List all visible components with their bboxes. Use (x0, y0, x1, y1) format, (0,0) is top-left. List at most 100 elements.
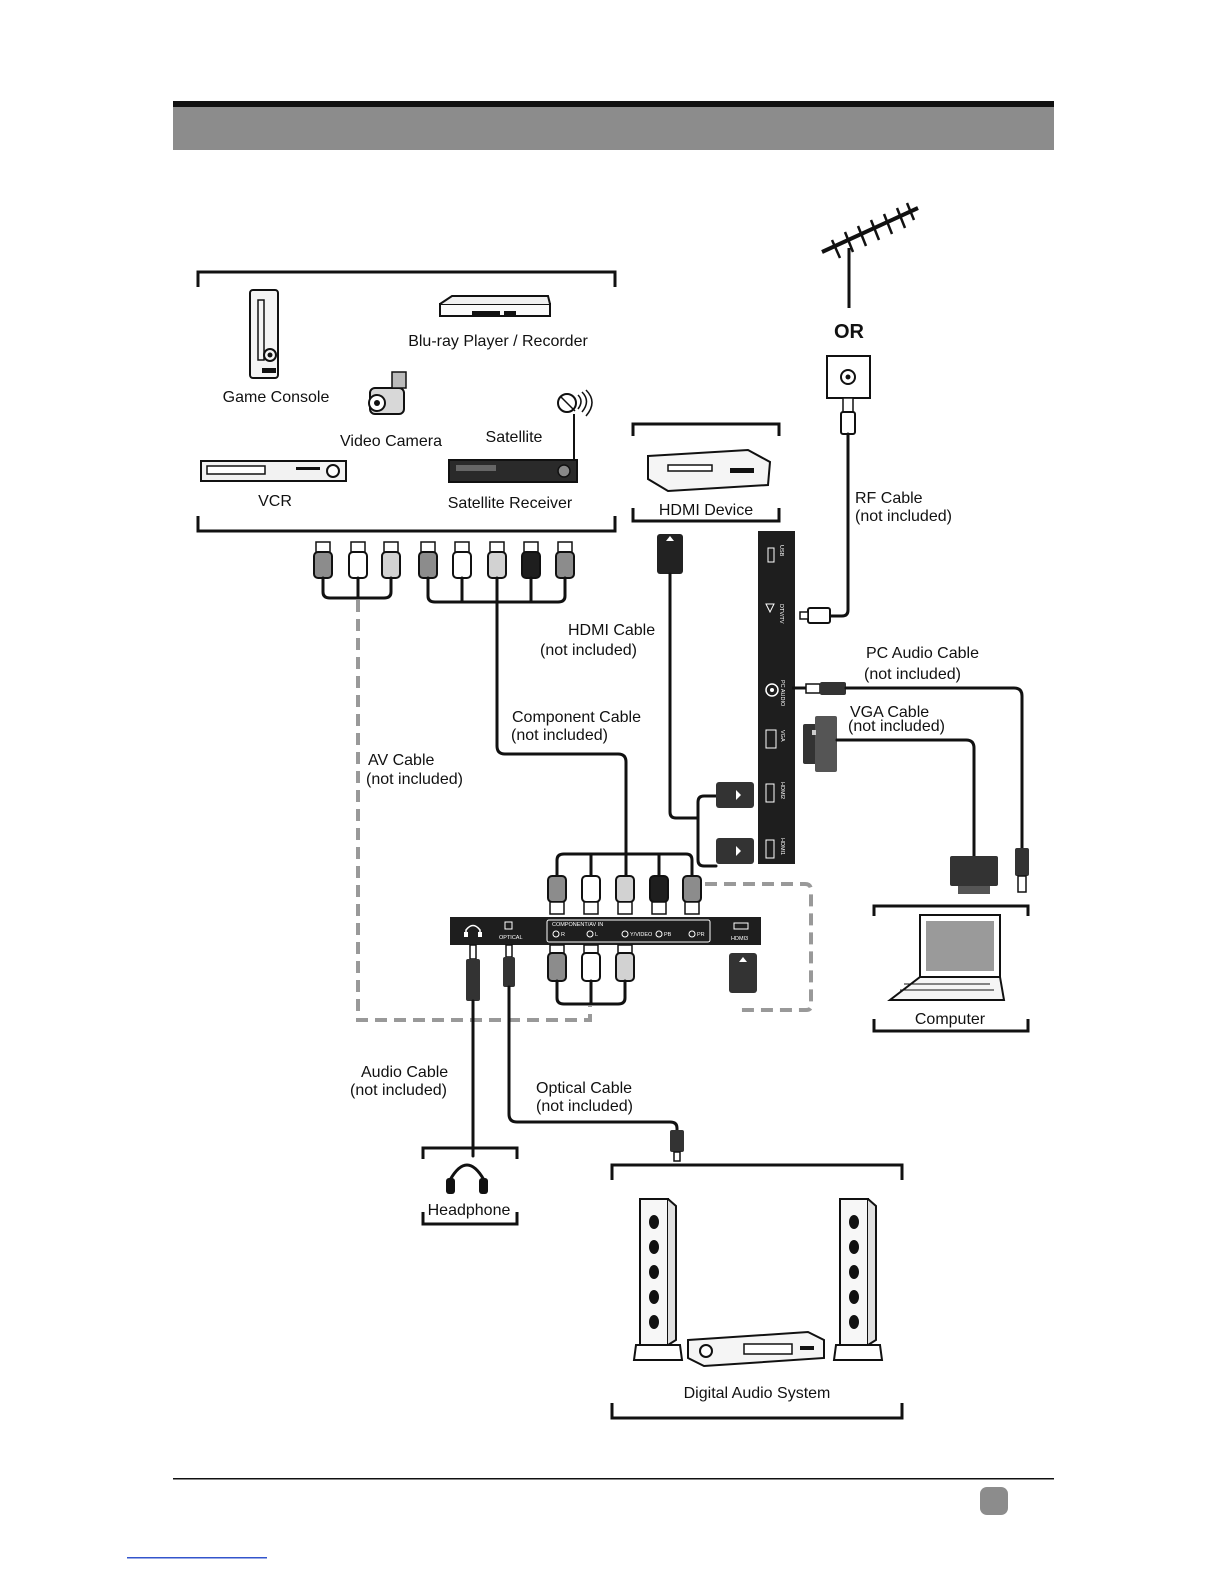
component-cable-label: Component Cable (512, 709, 641, 726)
hdmi-cable (668, 572, 718, 868)
comp-plug-r-src (418, 541, 438, 579)
pc-audio-cable-label: PC Audio Cable (866, 645, 979, 662)
jack-r: R (552, 930, 565, 938)
comp-plug-pr-src (555, 541, 575, 579)
satellite-receiver-label: Satellite Receiver (448, 495, 573, 512)
vga-port: VGA (765, 729, 785, 749)
dtv-port: DTV/TV (765, 603, 784, 624)
jack-y-video: Y/VIDEO (621, 930, 653, 938)
hdmi-device-group: HDMI Device (631, 422, 781, 523)
jack-pr: PR (688, 930, 705, 938)
usb-port-label: USB (778, 545, 784, 557)
left-speaker-icon (632, 1198, 684, 1361)
antenna-icon (821, 202, 919, 308)
hdmi-cable-label: HDMI Cable (568, 622, 655, 639)
audio-plug-computer (1015, 848, 1029, 893)
game-console-icon (249, 289, 279, 379)
jack-pr-label: PR (697, 932, 705, 938)
page-footer (127, 1478, 1054, 1559)
jack-r-label: R (561, 932, 565, 938)
jack-pb: PB (655, 930, 672, 938)
video-camera-icon (368, 371, 407, 415)
vga-plug-tv (803, 716, 837, 772)
av-plugs-tv (547, 944, 635, 982)
computer-group: Computer (872, 904, 1030, 1033)
tv-bottom-panel: OPTICAL COMPONENT/AV IN R L Y/VIDEO PB P… (450, 917, 761, 945)
component-av-in-label: COMPONENT/AV IN (552, 922, 603, 928)
pc-audio-port: PC AUDIO (765, 680, 785, 707)
digital-audio-system-group: Digital Audio System (610, 1163, 904, 1420)
vcr-icon (200, 460, 347, 482)
component-plugs-tv (547, 875, 702, 915)
av-plug-l-tv (547, 944, 567, 982)
comp-plug-y-src (487, 541, 507, 579)
component-cable (426, 576, 628, 852)
bluray-player-icon (439, 295, 551, 317)
av-plug-video (381, 541, 401, 579)
hdmi-plug-source (657, 534, 683, 574)
vga-cable-label: VGA Cable (850, 704, 929, 721)
headphone-label: Headphone (428, 1202, 511, 1219)
jack-l: L (586, 930, 598, 938)
optical-cable-label: Optical Cable (536, 1080, 632, 1097)
footer-link-underline[interactable] (127, 1557, 267, 1559)
optical-port: OPTICAL (499, 921, 523, 941)
av-plug-l (313, 541, 333, 579)
hdmi-cable-note: (not included) (540, 642, 637, 659)
hdmi-device-icon (647, 448, 772, 493)
satellite-label: Satellite (486, 429, 543, 446)
hdmi2-port: HDMI2 (765, 782, 785, 803)
rf-cable (828, 432, 850, 618)
comp-plug-pr-tv (682, 875, 702, 915)
hdmi-plug-tv-1 (716, 838, 754, 864)
av-plugs-source (313, 541, 401, 579)
component-cable-split (555, 848, 694, 880)
rf-cable-note: (not included) (855, 508, 952, 525)
optical-cable-note: (not included) (536, 1098, 633, 1115)
av-plug-r-tv (581, 944, 601, 982)
headphone-port-icon (464, 924, 482, 937)
av-plug-video-tv (615, 944, 635, 982)
jack-y-video-label: Y/VIDEO (630, 932, 653, 938)
hdmi3-port: HDMI3 (731, 922, 749, 942)
hdmi1-port: HDMI1 (765, 838, 785, 859)
antenna-group: OR (821, 202, 919, 435)
av-cable-bundle-tv (555, 979, 627, 1006)
comp-plug-pb-tv (649, 875, 669, 915)
game-console-label: Game Console (223, 389, 330, 406)
rf-plug-tv (799, 607, 831, 624)
header-rule (173, 101, 1054, 107)
vga-cable-note: (not included) (848, 718, 945, 735)
vga-cable (835, 738, 976, 858)
av-cable-note: (not included) (366, 771, 463, 788)
rf-plug-top (840, 397, 856, 435)
optical-plug (503, 944, 515, 987)
component-plugs-source (418, 541, 575, 579)
usb-port: USB (767, 545, 784, 563)
pc-audio-cable-note: (not included) (864, 666, 961, 683)
header-band (173, 107, 1054, 150)
wall-outlet-icon (826, 355, 871, 399)
footer-rule (173, 1478, 1054, 1480)
hdmi2-port-label: HDMI2 (779, 782, 785, 799)
av-plug-r (348, 541, 368, 579)
hdmi3-port-label: HDMI3 (731, 936, 748, 942)
headphone-plug (466, 944, 480, 1001)
optical-cable (507, 985, 679, 1136)
comp-plug-pb-src (521, 541, 541, 579)
source-devices-group: Game Console Blu-ray Player / Recorder V… (196, 270, 617, 533)
hdmi-device-label: HDMI Device (659, 502, 753, 519)
or-label: OR (834, 321, 865, 343)
jack-l-label: L (595, 932, 598, 938)
vga-plug-computer (950, 856, 998, 894)
page-header (173, 101, 1054, 150)
comp-plug-l-tv (581, 875, 601, 915)
pc-audio-cable (844, 686, 1024, 850)
laptop-icon (887, 914, 1006, 1001)
vcr-label: VCR (258, 493, 292, 510)
tv-side-panel: USB DTV/TV PC AUDIO VGA HDMI2 HDMI1 (758, 531, 795, 864)
digital-audio-system-label: Digital Audio System (684, 1385, 831, 1402)
video-camera-label: Video Camera (340, 433, 442, 450)
av-cable-bundle (321, 576, 393, 600)
